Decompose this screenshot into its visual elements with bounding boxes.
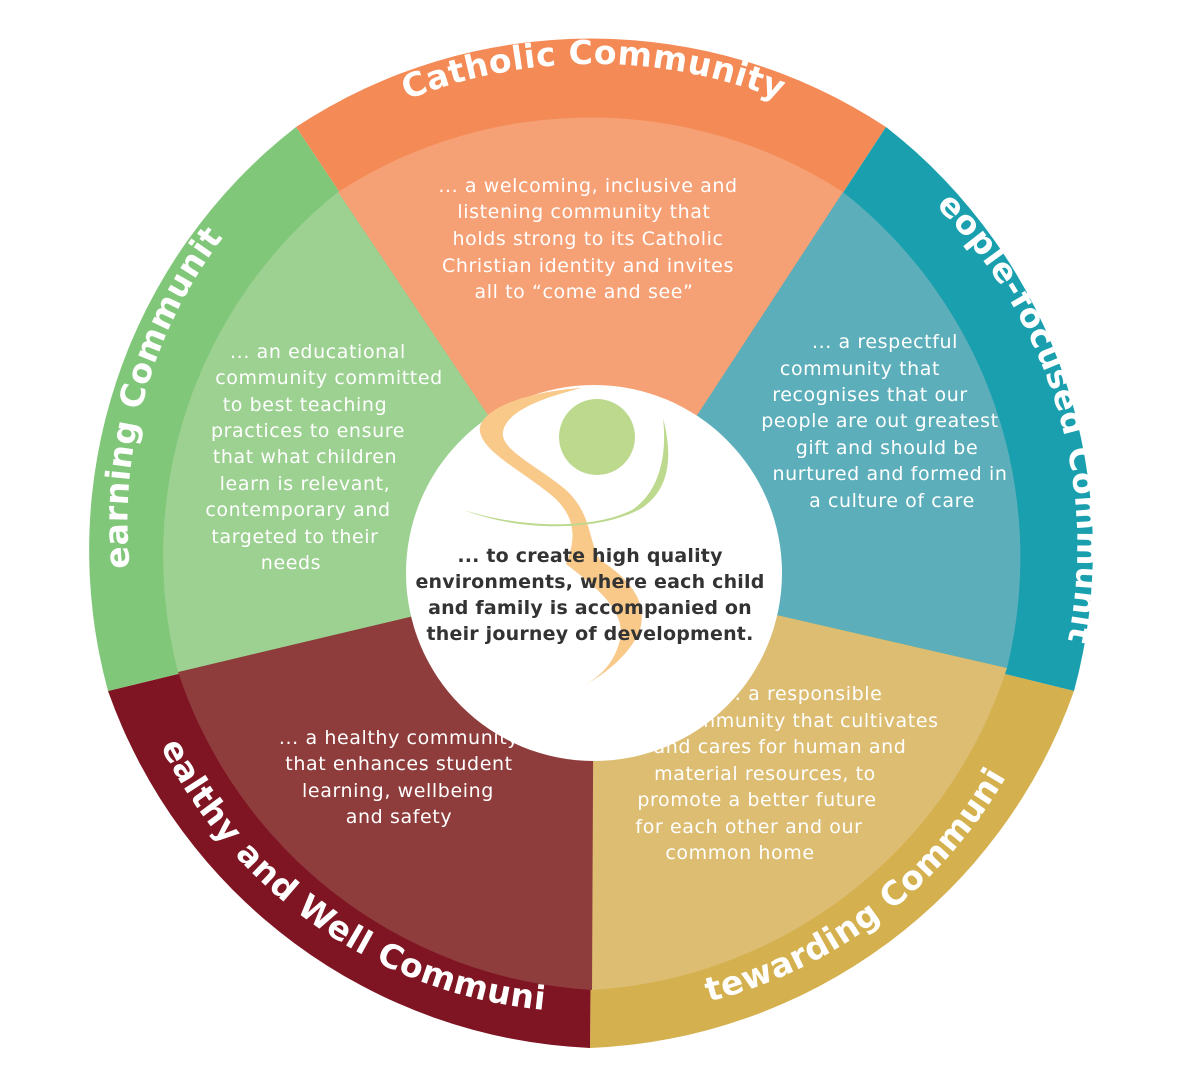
description-line: ... a respectful: [812, 331, 958, 353]
description-line: holds strong to its Catholic: [452, 228, 723, 250]
description-line: ... an educational: [230, 341, 406, 363]
catholic-inner-sector: [338, 117, 843, 573]
stewarding-description: ... a responsible community that cultiva…: [635, 683, 938, 864]
logo-orange-swirl: [479, 388, 642, 685]
description-line: nurtured and formed in: [773, 463, 1008, 485]
description-line: and safety: [346, 806, 452, 828]
center-line: environments, where each child: [415, 571, 764, 593]
figure-logo-icon: [464, 388, 669, 685]
description-line: to best teaching: [223, 394, 388, 416]
description-line: learning, wellbeing: [302, 780, 494, 802]
description-line: common home: [665, 842, 814, 864]
description-line: learn is relevant,: [220, 473, 391, 495]
description-line: gift and should be: [796, 437, 979, 459]
description-line: community that cultivates: [673, 710, 938, 732]
description-line: material resources, to: [654, 763, 876, 785]
description-line: and cares for human and: [654, 736, 907, 758]
description-line: that what children: [213, 446, 397, 468]
description-line: ... a welcoming, inclusive and: [438, 175, 737, 197]
description-line: a culture of care: [809, 490, 975, 512]
description-line: targeted to their: [211, 526, 378, 548]
description-line: people are out greatest: [761, 410, 998, 432]
description-line: community committed: [215, 367, 443, 389]
description-line: all to “come and see”: [474, 281, 693, 303]
people-description: ... a respectful community that recognis…: [761, 331, 1007, 512]
description-line: that enhances student: [285, 753, 512, 775]
description-line: ... a responsible: [722, 683, 883, 705]
description-line: community that: [780, 358, 940, 380]
description-line: practices to ensure: [211, 420, 405, 442]
learning-description: ... an educational community committed t…: [205, 341, 442, 574]
center-line: ... to create high quality: [457, 545, 723, 567]
description-line: contemporary and: [205, 499, 390, 521]
description-line: Christian identity and invites: [442, 255, 734, 277]
description-line: listening community that: [457, 201, 710, 223]
description-line: promote a better future: [637, 789, 876, 811]
healthy-description: ... a healthy community that enhances st…: [279, 727, 519, 828]
center-description: ... to create high quality environments,…: [415, 545, 764, 645]
description-line: recognises that our: [772, 384, 968, 406]
catholic-description: ... a welcoming, inclusive and listening…: [438, 175, 737, 303]
center-line: their journey of development.: [426, 623, 753, 645]
logo-head: [559, 399, 635, 475]
description-line: ... a healthy community: [279, 727, 519, 749]
center-line: and family is accompanied on: [428, 597, 752, 619]
description-line: needs: [261, 552, 321, 574]
description-line: for each other and our: [635, 816, 862, 838]
